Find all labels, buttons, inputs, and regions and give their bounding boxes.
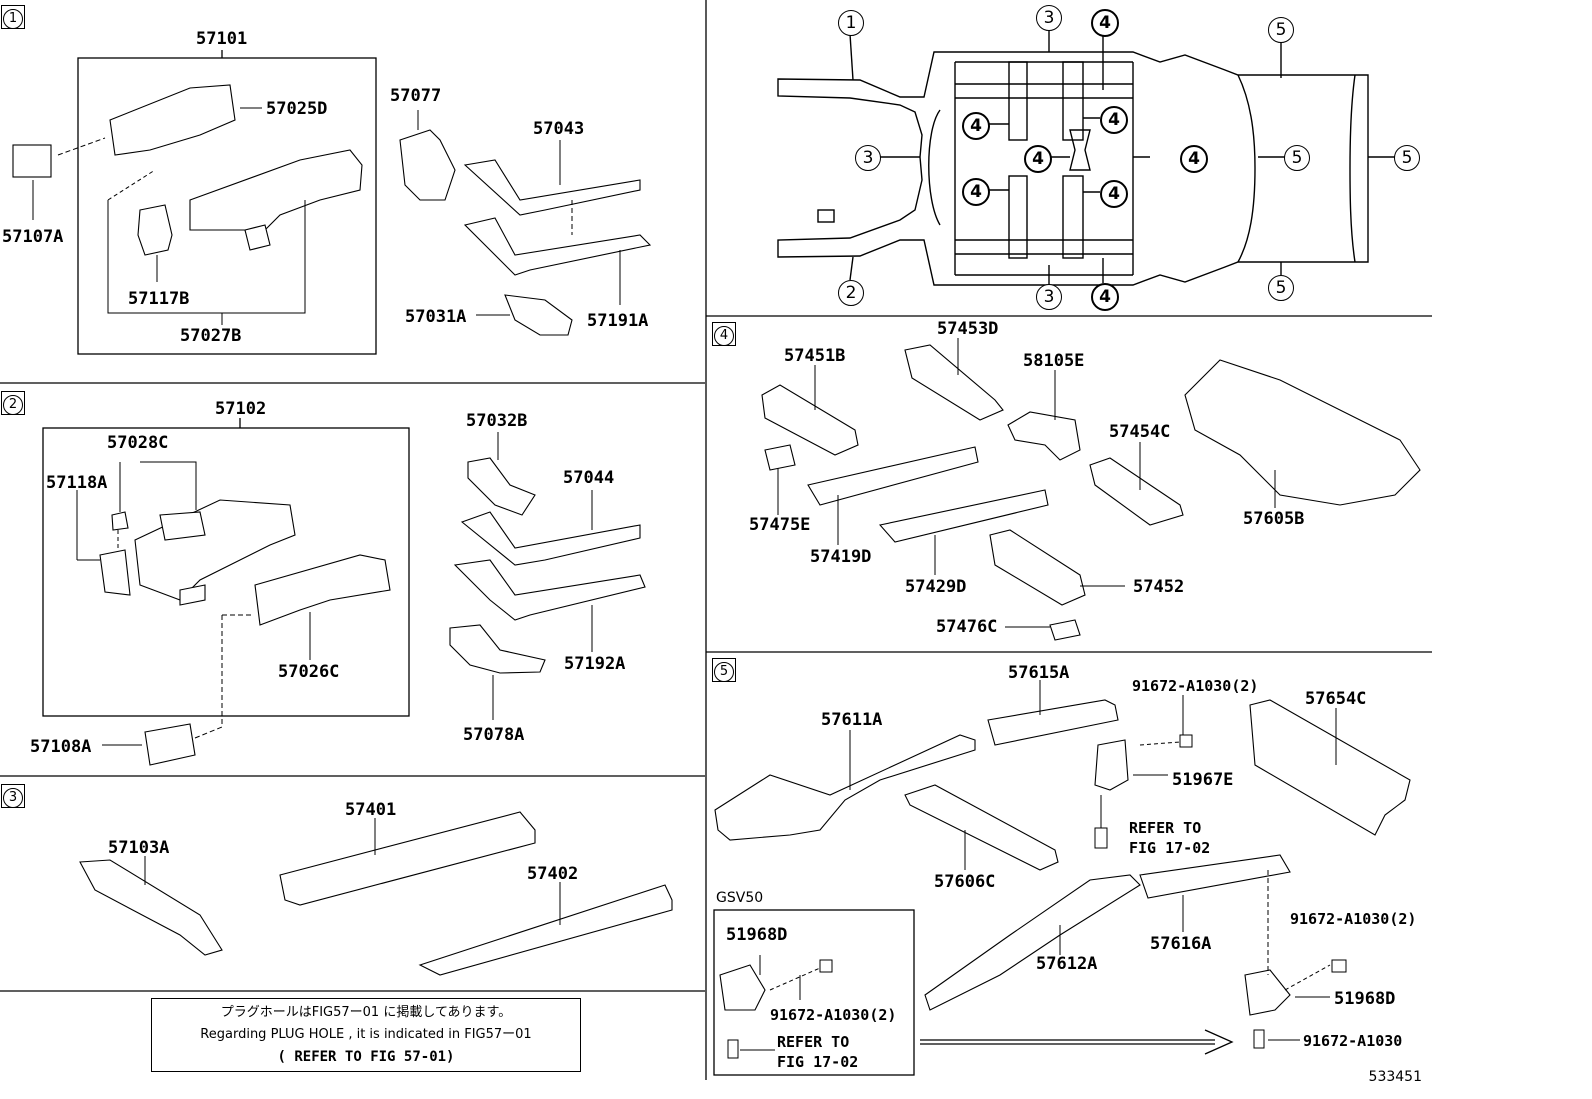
part-number[interactable]: 57191A: [587, 311, 649, 331]
part-number[interactable]: 57031A: [405, 307, 467, 327]
note-refer-link[interactable]: ( REFER TO FIG 57-01): [277, 1049, 455, 1065]
section-5-badge: 5: [712, 658, 736, 682]
part-number[interactable]: 57476C: [936, 617, 998, 637]
part-number[interactable]: 57108A: [30, 737, 92, 757]
part-number[interactable]: 57401: [345, 800, 397, 820]
part-number[interactable]: 91672-A1030(2): [1132, 677, 1259, 695]
part-number[interactable]: 51967E: [1172, 770, 1234, 790]
part-number[interactable]: 57078A: [463, 725, 525, 745]
part-number[interactable]: 57117B: [128, 289, 190, 309]
part-number[interactable]: 57118A: [46, 473, 108, 493]
part-number[interactable]: 57611A: [821, 710, 883, 730]
gsv-label: GSV50: [716, 890, 764, 906]
overview-callout: 4: [1024, 145, 1052, 173]
section-3-badge: 3: [1, 784, 25, 808]
overview-callout: 4: [1100, 180, 1128, 208]
part-number[interactable]: 57026C: [278, 662, 340, 682]
part-number[interactable]: 58105E: [1023, 351, 1085, 371]
part-number[interactable]: 57612A: [1036, 954, 1098, 974]
part-number[interactable]: 57654C: [1305, 689, 1367, 709]
part-number[interactable]: 57615A: [1008, 663, 1070, 683]
part-number[interactable]: 51968D: [726, 925, 788, 945]
section-1-badge: 1: [1, 5, 25, 29]
part-number[interactable]: 57103A: [108, 838, 170, 858]
refer-to-label[interactable]: REFER TO: [1129, 819, 1202, 837]
part-number[interactable]: 57044: [563, 468, 615, 488]
part-number[interactable]: 57192A: [564, 654, 626, 674]
part-number[interactable]: 57032B: [466, 411, 528, 431]
overview-callout: 5: [1268, 17, 1294, 43]
part-number[interactable]: 57102: [215, 399, 267, 419]
part-number[interactable]: 51968D: [1334, 989, 1396, 1009]
part-number[interactable]: 57429D: [905, 577, 967, 597]
overview-callout: 4: [1091, 9, 1119, 37]
overview-callout: 4: [1180, 145, 1208, 173]
part-number[interactable]: 57475E: [749, 515, 811, 535]
part-number[interactable]: 57101: [196, 29, 248, 49]
overview-callout: 5: [1394, 145, 1420, 171]
part-number[interactable]: 91672-A1030: [1303, 1032, 1403, 1050]
part-number[interactable]: 57453D: [937, 319, 999, 339]
overview-callout: 4: [962, 112, 990, 140]
part-number[interactable]: 57419D: [810, 547, 872, 567]
refer-fig-label[interactable]: FIG 17-02: [1129, 839, 1211, 857]
part-number[interactable]: 57027B: [180, 326, 242, 346]
overview-callout: 5: [1284, 145, 1310, 171]
part-number[interactable]: 57452: [1133, 577, 1185, 597]
overview-callout: 4: [1100, 106, 1128, 134]
part-number[interactable]: 57616A: [1150, 934, 1212, 954]
reference-number: 533451: [1368, 1069, 1422, 1085]
overview-callout: 1: [838, 10, 864, 36]
section-2-badge: 2: [1, 391, 25, 415]
overview-callout: 4: [962, 178, 990, 206]
part-number[interactable]: 57402: [527, 864, 579, 884]
overview-callout: 5: [1268, 275, 1294, 301]
part-number[interactable]: 91672-A1030(2): [770, 1006, 897, 1024]
overview-callout: 3: [855, 145, 881, 171]
part-number[interactable]: 57028C: [107, 433, 169, 453]
part-number[interactable]: 57043: [533, 119, 585, 139]
part-number[interactable]: 57605B: [1243, 509, 1305, 529]
part-number[interactable]: 57454C: [1109, 422, 1171, 442]
overview-callout: 4: [1091, 283, 1119, 311]
part-number[interactable]: 57606C: [934, 872, 996, 892]
overview-callout: 3: [1036, 5, 1062, 31]
part-number[interactable]: 57451B: [784, 346, 846, 366]
overview-callout: 2: [838, 280, 864, 306]
part-number[interactable]: 57107A: [2, 227, 64, 247]
refer-fig-label[interactable]: FIG 17-02: [777, 1053, 859, 1071]
refer-to-label[interactable]: REFER TO: [777, 1033, 850, 1051]
note-line-japanese: プラグホールはFIG57ー01 に掲載してあります。: [220, 1005, 512, 1020]
note-box: プラグホールはFIG57ー01 に掲載してあります。 Regarding PLU…: [151, 998, 581, 1072]
part-number[interactable]: 91672-A1030(2): [1290, 910, 1417, 928]
note-line-english: Regarding PLUG HOLE , it is indicated in…: [200, 1027, 532, 1042]
part-number[interactable]: 57077: [390, 86, 442, 106]
part-number[interactable]: 57025D: [266, 99, 328, 119]
section-4-badge: 4: [712, 322, 736, 346]
overview-callout: 3: [1036, 284, 1062, 310]
